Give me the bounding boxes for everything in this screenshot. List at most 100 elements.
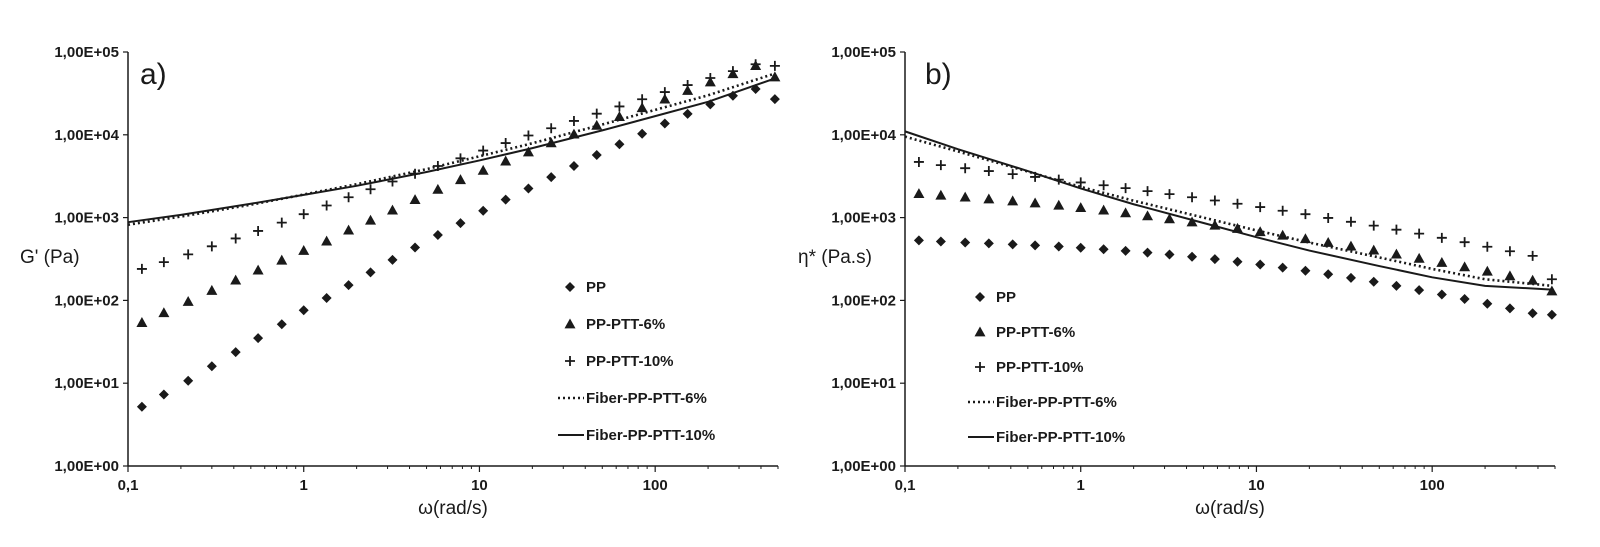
data-point [568,160,579,171]
y-axis-label: η* (Pa.s) [798,247,872,268]
data-point [1414,228,1425,239]
data-point [959,191,971,202]
data-point [1098,180,1109,191]
data-point [1255,259,1266,270]
data-point [614,139,625,150]
data-point [546,172,557,183]
data-point [1209,195,1220,206]
data-point [1527,274,1539,285]
legend-item: Fiber-PP-PTT-10% [558,427,715,444]
data-point [1075,202,1087,213]
data-point [1436,256,1448,267]
data-point [158,307,170,318]
data-point [1277,229,1289,240]
data-point [230,347,241,358]
data-point [935,189,947,200]
data-point [1029,197,1041,208]
panel-label: a) [140,58,167,91]
data-point [1323,269,1334,280]
data-point [568,115,579,126]
data-point [1436,289,1447,300]
x-tick-label: 1 [1077,477,1085,494]
series-pp-ptt-10- [913,156,1557,285]
data-point [1075,177,1086,188]
data-point [1232,256,1243,267]
data-point [1255,202,1266,213]
legend-marker [975,292,985,302]
data-point [454,174,466,185]
legend-label: PP-PTT-6% [996,324,1075,341]
x-tick-label: 10 [471,477,488,494]
data-point [1209,254,1220,265]
series-pp-ptt-6- [913,188,1558,296]
data-point [1368,220,1379,231]
data-point [1007,195,1019,206]
data-point [500,194,511,205]
data-point [1527,308,1538,319]
data-point [659,93,671,104]
data-point [1120,183,1131,194]
y-tick-label: 1,00E+00 [54,458,119,475]
data-point [1459,237,1470,248]
data-point [522,146,534,157]
data-point [935,236,946,247]
data-point [682,80,693,91]
data-point [1163,213,1175,224]
legend-label: PP [996,289,1016,306]
series-line [127,77,776,224]
data-point [983,166,994,177]
series-line [904,135,1553,288]
data-point [1391,224,1402,235]
legend-label: Fiber-PP-PTT-10% [996,429,1125,446]
data-point [253,225,264,236]
data-point [637,128,648,139]
data-point [387,254,398,265]
x-tick-label: 100 [643,477,668,494]
data-point [1345,272,1356,283]
data-point [1345,216,1356,227]
legend-item: PP-PTT-6% [564,316,665,333]
data-point [1007,239,1018,250]
data-point [1482,241,1493,252]
data-point [321,200,332,211]
data-point [253,333,264,344]
data-point [298,244,310,255]
y-tick-label: 1,00E+02 [831,292,896,309]
x-tick-label: 100 [1420,477,1445,494]
data-point [409,194,421,204]
data-point [455,218,466,229]
data-point [659,118,670,129]
data-point [960,163,971,174]
data-point [455,153,466,164]
data-point [321,292,332,303]
data-point [1413,252,1425,263]
data-point [1187,251,1198,262]
data-point [636,102,648,113]
data-point [365,184,376,195]
data-point [158,257,169,268]
data-point [1345,240,1357,251]
panel-label: b) [925,58,952,91]
data-point [983,238,994,249]
data-point [365,214,377,225]
data-point [252,264,264,275]
data-point [136,317,148,327]
data-point [659,87,670,98]
data-point [1053,241,1064,252]
data-point [183,249,194,260]
data-point [1322,237,1334,247]
data-point [298,209,309,220]
data-point [1277,262,1288,273]
y-tick-label: 1,00E+00 [831,458,896,475]
data-point [1142,210,1154,221]
series-fiber-pp-ptt-6- [904,135,1553,288]
legend-item: Fiber-PP-PTT-6% [558,390,707,407]
data-point [1030,240,1041,251]
data-point [206,361,217,372]
y-tick-label: 1,00E+01 [54,375,119,392]
data-point [637,94,648,105]
legend-marker [565,282,575,292]
data-point [321,235,333,246]
legend-item: Fiber-PP-PTT-10% [968,429,1125,446]
